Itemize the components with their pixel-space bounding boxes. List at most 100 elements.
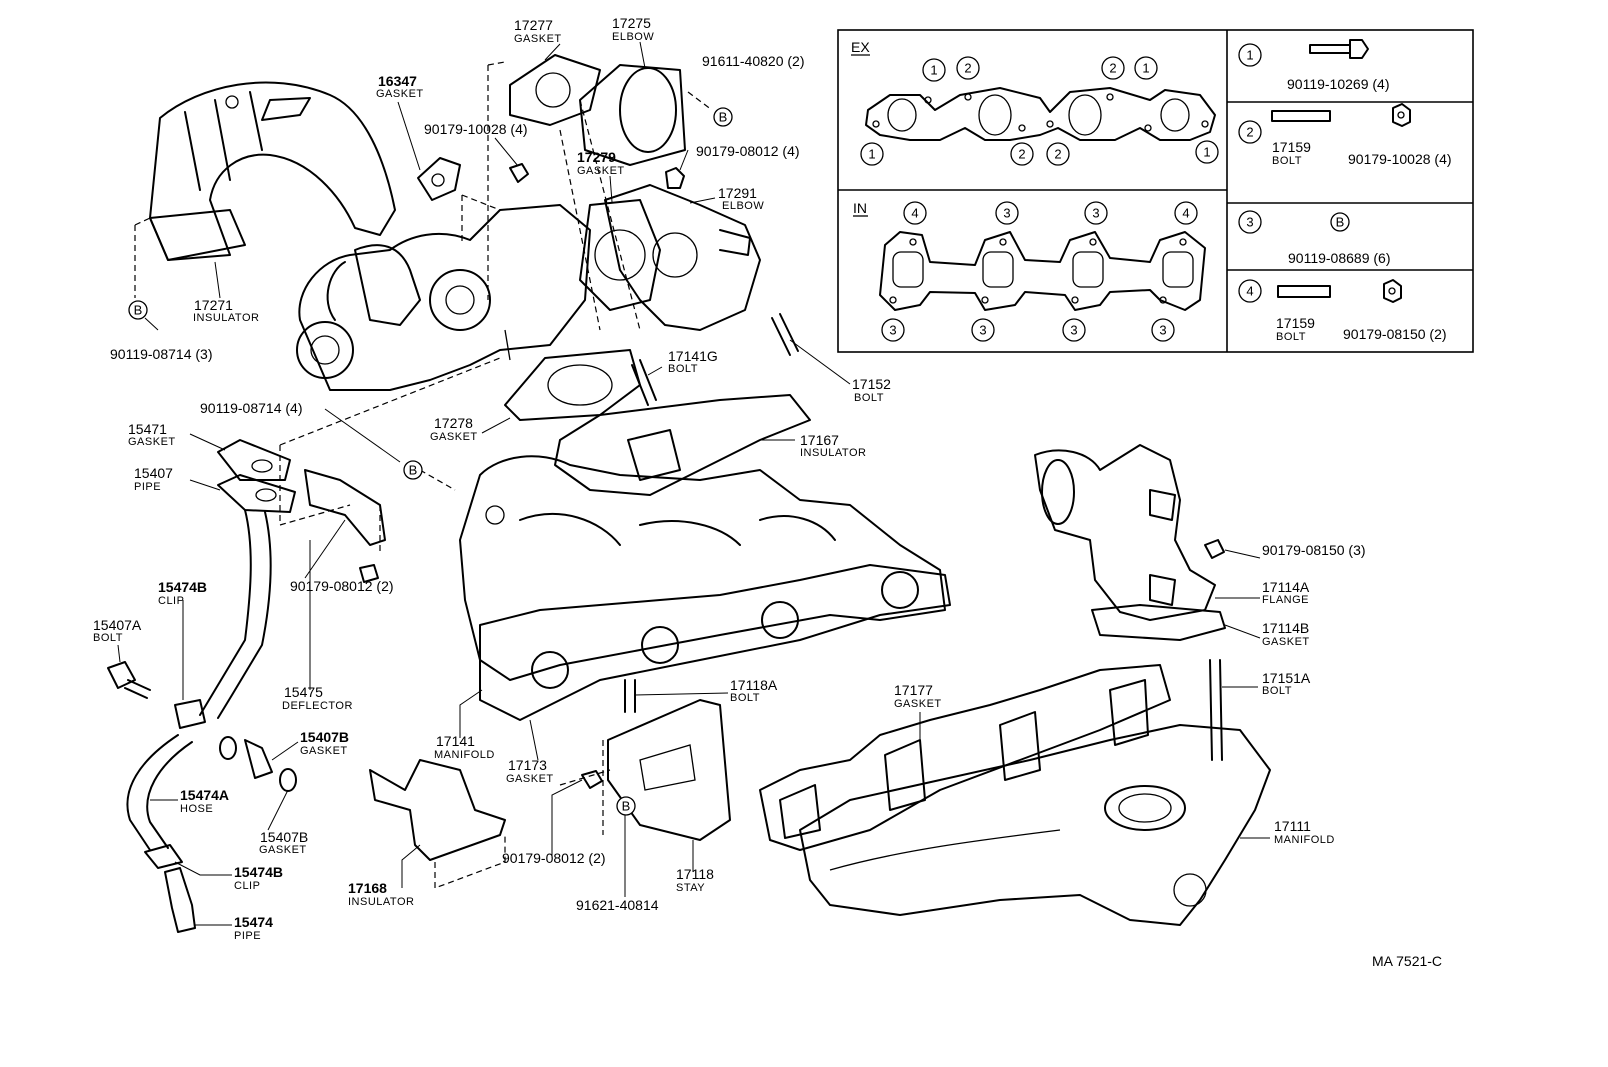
- svg-text:15407: 15407: [134, 465, 173, 481]
- bolt-17118A: [624, 679, 636, 713]
- svg-text:17152: 17152: [852, 376, 891, 392]
- marker-2-icon: 2: [1010, 142, 1034, 166]
- label-17114A: 17114A FLANGE: [1262, 579, 1310, 606]
- ex-gasket-outline: [865, 87, 1216, 141]
- svg-text:17111: 17111: [1274, 818, 1311, 834]
- svg-text:15474B: 15474B: [158, 579, 207, 595]
- marker-2-icon: 2: [1046, 142, 1070, 166]
- label-91611-40820: 91611-40820 (2): [702, 53, 804, 69]
- manifold-gasket-17173: [479, 564, 951, 721]
- svg-text:15407A: 15407A: [93, 617, 142, 633]
- svg-text:3: 3: [1246, 215, 1253, 230]
- label-90179-08150-3: 90179-08150 (3): [1262, 542, 1366, 558]
- svg-text:GASKET: GASKET: [128, 436, 176, 448]
- bolt-17141G: [631, 359, 657, 406]
- marker-b-icon: B: [403, 460, 423, 480]
- label-17152: 17152 BOLT: [852, 376, 891, 404]
- svg-text:PIPE: PIPE: [234, 930, 261, 942]
- gasket-15471: [217, 439, 291, 481]
- svg-text:16347: 16347: [378, 73, 417, 89]
- svg-text:17114B: 17114B: [1262, 620, 1309, 636]
- inset-ex-title: EX: [851, 39, 870, 55]
- svg-text:BOLT: BOLT: [93, 632, 123, 644]
- svg-text:1: 1: [930, 63, 937, 78]
- label-15407B-a: 15407B GASKET: [300, 729, 349, 757]
- marker-4-icon: 4: [1174, 201, 1198, 225]
- marker-4-icon: 4: [903, 201, 927, 225]
- diagram-reference-code: MA 7521-C: [1372, 953, 1442, 969]
- label-17177: 17177 GASKET: [894, 682, 941, 710]
- svg-text:17151A: 17151A: [1262, 670, 1311, 686]
- svg-text:INSULATOR: INSULATOR: [348, 896, 414, 908]
- label-17275: 17275 ELBOW: [612, 15, 654, 43]
- svg-text:17168: 17168: [348, 880, 387, 896]
- flange-17114A: [1034, 444, 1216, 621]
- svg-text:17118A: 17118A: [730, 677, 778, 693]
- exhaust-manifold-17141: [459, 455, 946, 681]
- svg-text:GASKET: GASKET: [300, 745, 348, 757]
- turbo-outlet-gasket-17278: [504, 349, 641, 421]
- label-15407B-b: 15407B GASKET: [259, 829, 308, 856]
- svg-text:1: 1: [868, 147, 875, 162]
- marker-1-icon: 1: [1238, 43, 1262, 67]
- svg-text:90179-10028 (4): 90179-10028 (4): [1348, 151, 1452, 167]
- marker-3-icon: 3: [1151, 318, 1175, 342]
- nut-icon: [1392, 103, 1411, 127]
- label-90179-08012-stay: 90179-08012 (2): [502, 850, 606, 866]
- flange-bolt-icon: [1309, 39, 1369, 59]
- label-15474B-bottom: 15474B CLIP: [234, 864, 283, 892]
- label-90119-08714-3: 90119-08714 (3): [110, 346, 212, 362]
- svg-text:17173: 17173: [508, 757, 547, 773]
- svg-text:2: 2: [964, 61, 971, 76]
- label-17168: 17168 INSULATOR: [348, 880, 414, 908]
- svg-text:CLIP: CLIP: [234, 880, 260, 892]
- label-15474: 15474 PIPE: [234, 914, 273, 942]
- label-15475: 15475 DEFLECTOR: [282, 684, 353, 712]
- svg-text:2: 2: [1054, 147, 1061, 162]
- svg-text:GASKET: GASKET: [514, 33, 562, 45]
- label-17279: 17279 GASKET: [577, 149, 624, 177]
- svg-text:MANIFOLD: MANIFOLD: [1274, 834, 1335, 846]
- svg-text:BOLT: BOLT: [668, 363, 698, 375]
- svg-text:90119-10269 (4): 90119-10269 (4): [1287, 76, 1389, 92]
- marker-3-icon: 3: [971, 318, 995, 342]
- marker-3-icon: 3: [881, 318, 905, 342]
- svg-text:B: B: [719, 110, 728, 125]
- svg-text:4: 4: [1182, 206, 1189, 221]
- marker-4-icon: 4: [1238, 279, 1262, 303]
- label-17118: 17118 STAY: [676, 866, 714, 894]
- svg-text:17271: 17271: [194, 297, 233, 313]
- leader-lines: [117, 41, 1270, 926]
- marker-1-icon: 1: [860, 142, 884, 166]
- svg-text:B: B: [409, 463, 418, 478]
- gasket-17279: [579, 199, 661, 311]
- turbo-heat-insulator-17271: [149, 81, 396, 261]
- svg-text:17159: 17159: [1276, 315, 1315, 331]
- marker-b-icon: B: [616, 796, 636, 816]
- gasket-17277: [509, 54, 601, 126]
- pipe-15407: [199, 509, 272, 719]
- svg-text:90119-08689 (6): 90119-08689 (6): [1288, 250, 1390, 266]
- elbow-17275: [579, 64, 686, 166]
- label-17118A: 17118A BOLT: [730, 677, 778, 704]
- bolt-17152: [771, 313, 799, 356]
- svg-text:GASKET: GASKET: [430, 431, 478, 443]
- svg-text:3: 3: [1159, 323, 1166, 338]
- svg-text:3: 3: [1003, 206, 1010, 221]
- svg-text:HOSE: HOSE: [180, 803, 213, 815]
- svg-text:2: 2: [1246, 125, 1253, 140]
- clip-15474B-top: [174, 699, 206, 729]
- label-17111: 17111 MANIFOLD: [1274, 818, 1335, 846]
- svg-text:1: 1: [1203, 145, 1210, 160]
- svg-text:MANIFOLD: MANIFOLD: [434, 749, 495, 761]
- svg-text:17159: 17159: [1272, 139, 1311, 155]
- svg-text:INSULATOR: INSULATOR: [800, 447, 866, 459]
- label-15407A: 15407A BOLT: [93, 617, 142, 644]
- svg-text:15474: 15474: [234, 914, 273, 930]
- nut-90179-08012-top: [665, 167, 685, 189]
- svg-text:17291: 17291: [718, 185, 757, 201]
- clip-15474B-bottom: [144, 844, 183, 869]
- svg-text:GASKET: GASKET: [506, 773, 554, 785]
- svg-text:3: 3: [1092, 206, 1099, 221]
- svg-text:DEFLECTOR: DEFLECTOR: [282, 700, 353, 712]
